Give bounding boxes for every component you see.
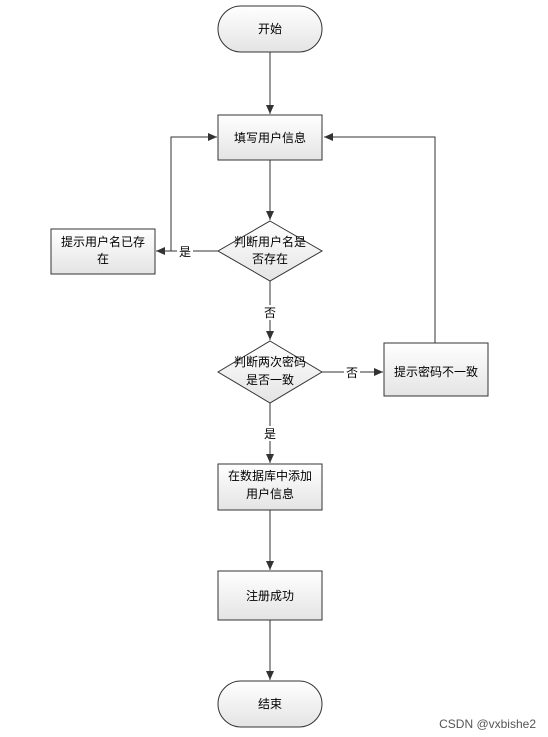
fill-info-label: 填写用户信息 (234, 130, 306, 145)
check-password-label-line2: 是否一致 (246, 373, 294, 387)
register-success-label: 注册成功 (246, 588, 294, 603)
check-user-label-line2: 否存在 (252, 252, 288, 266)
watermark: CSDN @vxbishe2 (439, 717, 536, 731)
check-password-decision (217, 340, 323, 404)
fill-info-box (217, 114, 323, 161)
end-label: 结束 (258, 697, 282, 711)
add-to-db-label-line2: 用户信息 (246, 486, 294, 501)
add-to-db-label-line1: 在数据库中添加 (228, 468, 312, 483)
password-mismatch-label: 提示密码不一致 (394, 364, 478, 379)
user-exists-label-line2: 在 (97, 252, 109, 266)
edge-mismatch-back-to-fill (324, 133, 436, 343)
check-user-decision (216, 220, 324, 282)
check-user-label-line1: 判断用户名是 (234, 234, 306, 249)
edge-exists-back-to-fill (170, 133, 217, 251)
edge-label-user-exists-yes: 是 (179, 245, 191, 259)
edge-label-password-yes: 是 (264, 427, 276, 441)
edge-label-user-exists-no: 否 (264, 306, 276, 320)
user-exists-label-line1: 提示用户名已存 (61, 234, 145, 249)
start-terminal (217, 5, 323, 53)
start-label: 开始 (258, 22, 282, 36)
end-terminal (217, 680, 323, 728)
add-to-db-box (217, 463, 323, 511)
edge-label-password-no: 否 (346, 366, 358, 380)
password-mismatch-box (383, 342, 489, 397)
register-success-box (217, 570, 323, 621)
check-password-label-line1: 判断两次密码 (234, 354, 306, 369)
user-exists-box (50, 228, 156, 275)
